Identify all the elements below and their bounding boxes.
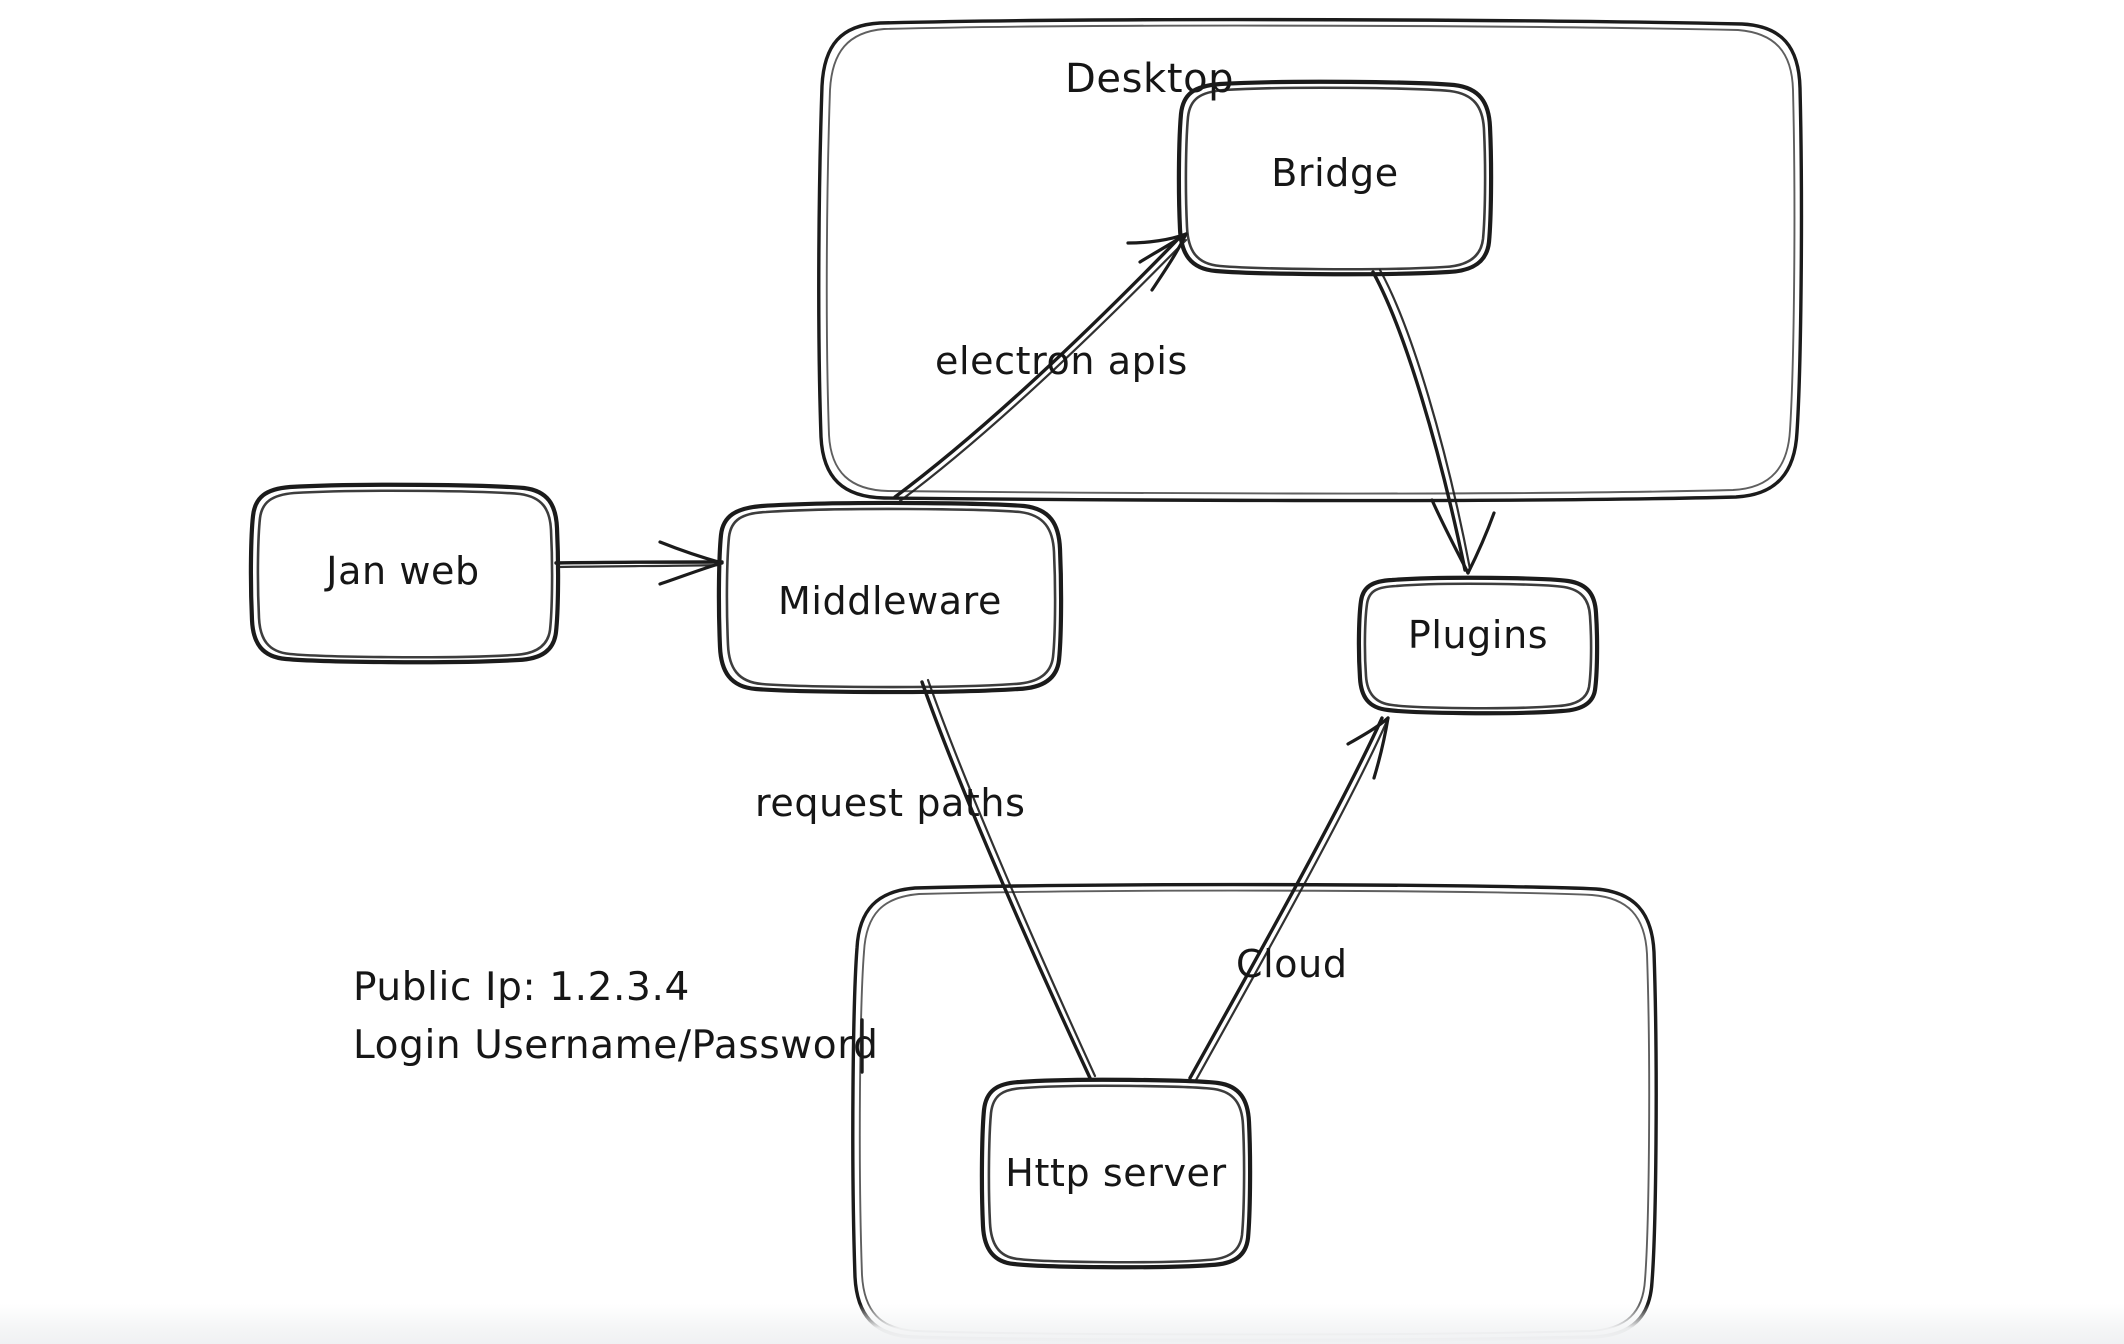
edge-label-request-paths: request paths <box>755 781 1026 825</box>
note-login: Login Username/Password <box>353 1023 879 1068</box>
node-bridge[interactable]: Bridge <box>1176 79 1494 277</box>
edge-janweb-to-middleware[interactable] <box>554 540 724 586</box>
note-public-ip: Public Ip: 1.2.3.4 <box>353 965 690 1010</box>
edge-httpserver-to-plugins[interactable]: Cloud <box>1188 716 1390 1082</box>
note-credentials[interactable]: Public Ip: 1.2.3.4 Login Username/Passwo… <box>353 965 879 1074</box>
node-label-jan-web: Jan web <box>324 549 479 593</box>
edge-middleware-to-bridge[interactable]: electron apis <box>893 232 1188 503</box>
group-desktop[interactable]: Desktop <box>817 17 1804 503</box>
node-http-server[interactable]: Http server <box>979 1077 1253 1270</box>
edge-label-electron-apis: electron apis <box>935 339 1188 383</box>
node-jan-web[interactable]: Jan web <box>248 482 561 665</box>
node-label-bridge: Bridge <box>1271 151 1398 195</box>
group-desktop-label: Desktop <box>1065 56 1234 102</box>
edge-middleware-to-httpserver[interactable]: request paths <box>755 678 1097 1080</box>
edge-bridge-to-plugins[interactable] <box>1371 268 1496 575</box>
node-middleware[interactable]: Middleware <box>716 500 1064 695</box>
edge-label-cloud: Cloud <box>1236 942 1348 986</box>
node-label-http-server: Http server <box>1005 1151 1226 1195</box>
node-label-plugins: Plugins <box>1408 613 1548 657</box>
node-label-middleware: Middleware <box>778 579 1002 623</box>
node-plugins[interactable]: Plugins <box>1356 575 1600 716</box>
